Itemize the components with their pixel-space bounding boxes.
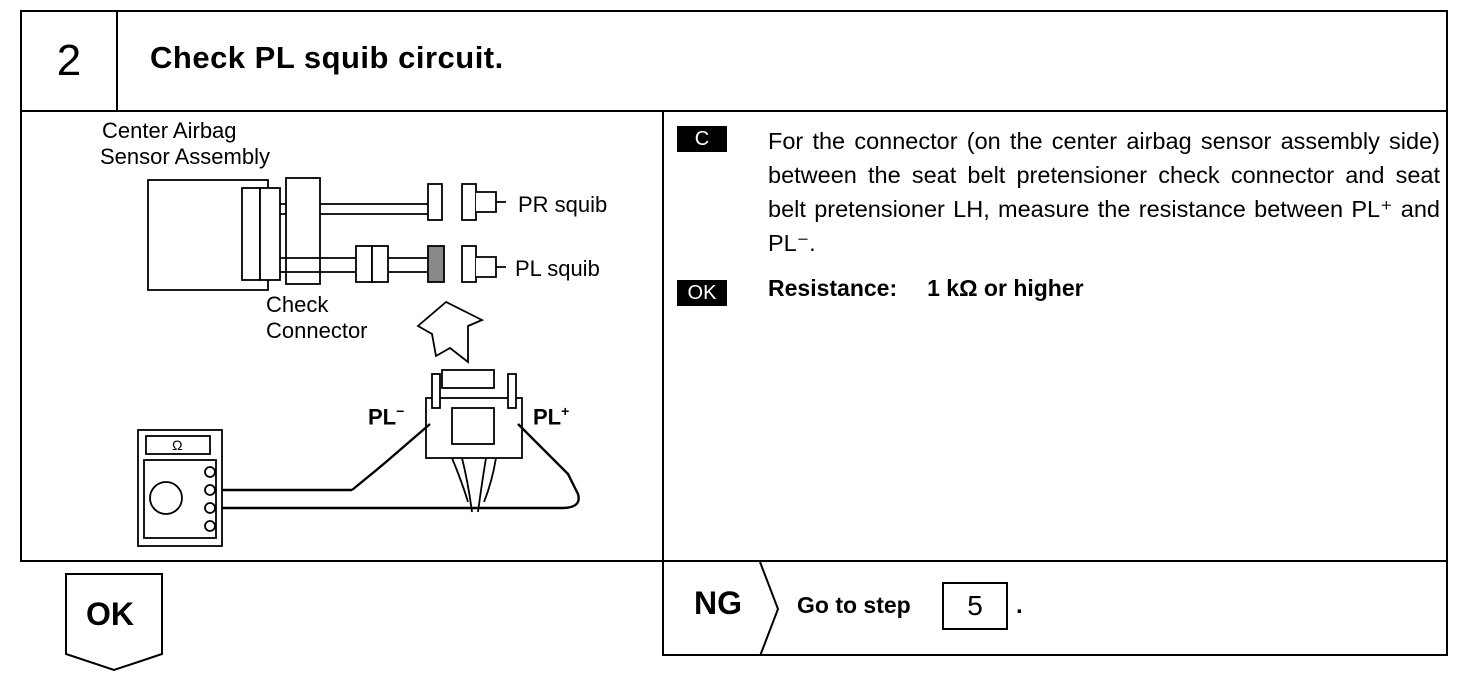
pr-squib-connector [461, 183, 477, 221]
sensor-connector-plate [241, 187, 261, 281]
pr-squib-plug [476, 191, 506, 213]
closeup-latch [441, 369, 495, 389]
upper-clamp [285, 177, 321, 285]
go-to-step-text: Go to step [797, 592, 911, 618]
ng-label: NG [694, 585, 742, 621]
check-label-line2: Connector [266, 318, 368, 343]
sensor-label-line1: Center Airbag [102, 118, 237, 143]
frame-left [20, 10, 22, 562]
pl-plus-text: PL [533, 404, 562, 430]
header-divider [20, 110, 1448, 112]
check-connector-right [371, 245, 389, 283]
check-label-line1: Check [266, 292, 329, 317]
step-link-box[interactable]: 5 [942, 582, 1008, 630]
sensor-label: Center Airbag Sensor Assembly [100, 118, 270, 170]
ohmmeter-dial [149, 481, 183, 515]
ng-period: . [1016, 592, 1023, 619]
connector-badge: C [677, 126, 727, 152]
check-connector-label: Check Connector [266, 292, 368, 344]
ng-chevron [759, 562, 780, 656]
sensor-label-line2: Sensor Assembly [100, 144, 270, 169]
sensor-connector-body [259, 187, 281, 281]
ohmmeter-jack-1 [204, 466, 216, 478]
resistance-spec: Resistance: 1 kΩ or higher [768, 275, 1084, 302]
pl-plus-label: PL+ [533, 398, 569, 430]
pr-squib-label: PR squib [518, 192, 608, 217]
zoom-arrow [416, 300, 485, 364]
ohmmeter-display [145, 435, 211, 455]
closeup-wires [451, 457, 497, 513]
ohmmeter-jack-2 [204, 484, 216, 496]
step-number: 2 [56, 36, 82, 85]
ohmmeter-jack-4 [204, 520, 216, 532]
closeup-center [451, 407, 495, 445]
pl-squib-plug [476, 256, 506, 278]
pl-plus-sup: + [561, 403, 570, 419]
ok-arrow [65, 573, 163, 672]
resistance-label: Resistance: [768, 275, 898, 301]
pl-squib-connector [461, 245, 477, 283]
body-bottom [20, 560, 1448, 562]
resistance-value: 1 kΩ or higher [927, 275, 1084, 301]
ng-bottom [662, 654, 1448, 656]
step-number-divider [116, 10, 118, 112]
ohm-symbol: Ω [172, 437, 182, 453]
probe-plus [517, 423, 580, 510]
closeup-pin-left [431, 373, 441, 409]
frame-top [20, 10, 1448, 12]
ok-badge: OK [677, 280, 727, 306]
pl-squib-label: PL squib [515, 256, 600, 281]
column-divider [662, 110, 664, 656]
ok-result-label: OK [86, 596, 134, 632]
step-title: Check PL squib circuit. [150, 40, 504, 75]
pl-minus-sup: − [396, 403, 405, 419]
check-connector-left [355, 245, 373, 283]
frame-right [1446, 10, 1448, 656]
probe-minus [351, 423, 431, 491]
wiring-diagram: Ω [137, 177, 580, 547]
ohmmeter-jack-3 [204, 502, 216, 514]
closeup-pin-right [507, 373, 517, 409]
instruction-text: For the connector (on the center airbag … [768, 128, 1440, 256]
pl-minus-label: PL− [368, 398, 404, 430]
pl-minus-text: PL [368, 404, 397, 430]
pr-connector [427, 183, 443, 221]
pl-connector [427, 245, 445, 283]
